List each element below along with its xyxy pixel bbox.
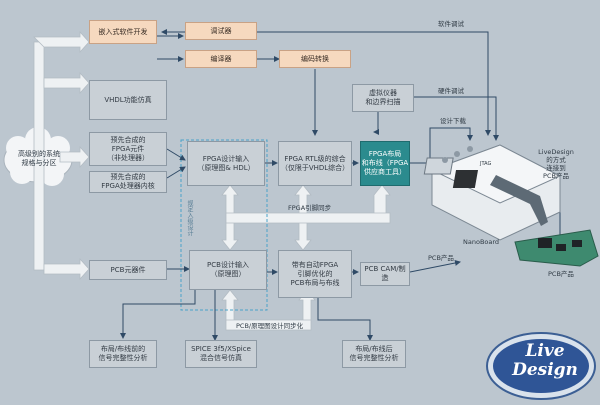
fpga-design-input-box: FPGA设计输入 （原理图& HDL） xyxy=(187,141,265,186)
system-spec-label: 高级别的系统 规格与分区 xyxy=(18,150,60,167)
compiler-box: 编译器 xyxy=(185,50,257,68)
integrated-design-region xyxy=(180,139,268,311)
post-layout-si-box: 布局/布线后 信号完整性分析 xyxy=(342,340,406,368)
pre-layout-si-box: 布局/布线前的 信号完整性分析 xyxy=(89,340,157,368)
fpga-rtl-box: FPGA RTL级的综合 （仅限于VHDL综合） xyxy=(278,141,352,186)
pcb-product-label-2: PCB产品 xyxy=(548,270,574,278)
livedesign-logo xyxy=(486,332,596,400)
fpga-element-box: 预先合成的 FPGA元件 （非处理器） xyxy=(89,132,167,166)
pcb-components-box: PCB元器件 xyxy=(89,260,167,280)
design-download-label: 设计下载 xyxy=(440,117,466,125)
nanoboard-illustration xyxy=(423,144,599,267)
fpga-pin-sync-label: FPGA引脚同步 xyxy=(288,204,332,212)
debugger-box: 调试器 xyxy=(185,22,257,40)
nanoboard-label: NanoBoard xyxy=(463,238,500,246)
code-convert-box: 编码转换 xyxy=(279,50,351,68)
logo-word-live: Live xyxy=(525,341,565,361)
spice-sim-box: SPICE 3f5/XSpice 混合信号仿真 xyxy=(185,340,257,368)
pcb-layout-box: 带有自动FPGA 引脚优化的 PCB布局与布线 xyxy=(278,250,352,298)
fpga-core-box: 预先合成的 FPGA处理器内核 xyxy=(89,171,167,193)
virtual-instrument-box: 虚拟仪器 和边界扫描 xyxy=(352,84,414,112)
fat-arrows xyxy=(33,30,391,331)
fpga-layout-box: FPGA布局 和布线（FPGA 供应商工具） xyxy=(360,141,410,186)
pcb-schematic-sync-label: PCB/原理图设计同步化 xyxy=(236,322,304,330)
pcb-product-label-1: PCB产品 xyxy=(428,254,454,262)
jtag-label: JTAG xyxy=(480,161,492,167)
vertical-note-label: 规定入级设计 xyxy=(186,200,193,236)
vhdl-sim-box: VHDL功能仿真 xyxy=(89,80,167,120)
logo-word-design: Design xyxy=(512,360,578,380)
pcb-design-input-box: PCB设计输入 （原理图） xyxy=(189,250,267,290)
livedesign-method-label: LiveDesign 的方式 连接到 PCB产品 xyxy=(538,148,574,180)
embedded-software-box: 嵌入式软件开发 xyxy=(89,20,157,44)
hardware-debug-label: 硬件调试 xyxy=(438,87,464,95)
pcb-cam-box: PCB CAM/制造 xyxy=(360,262,410,286)
software-debug-label: 软件调试 xyxy=(438,20,464,28)
